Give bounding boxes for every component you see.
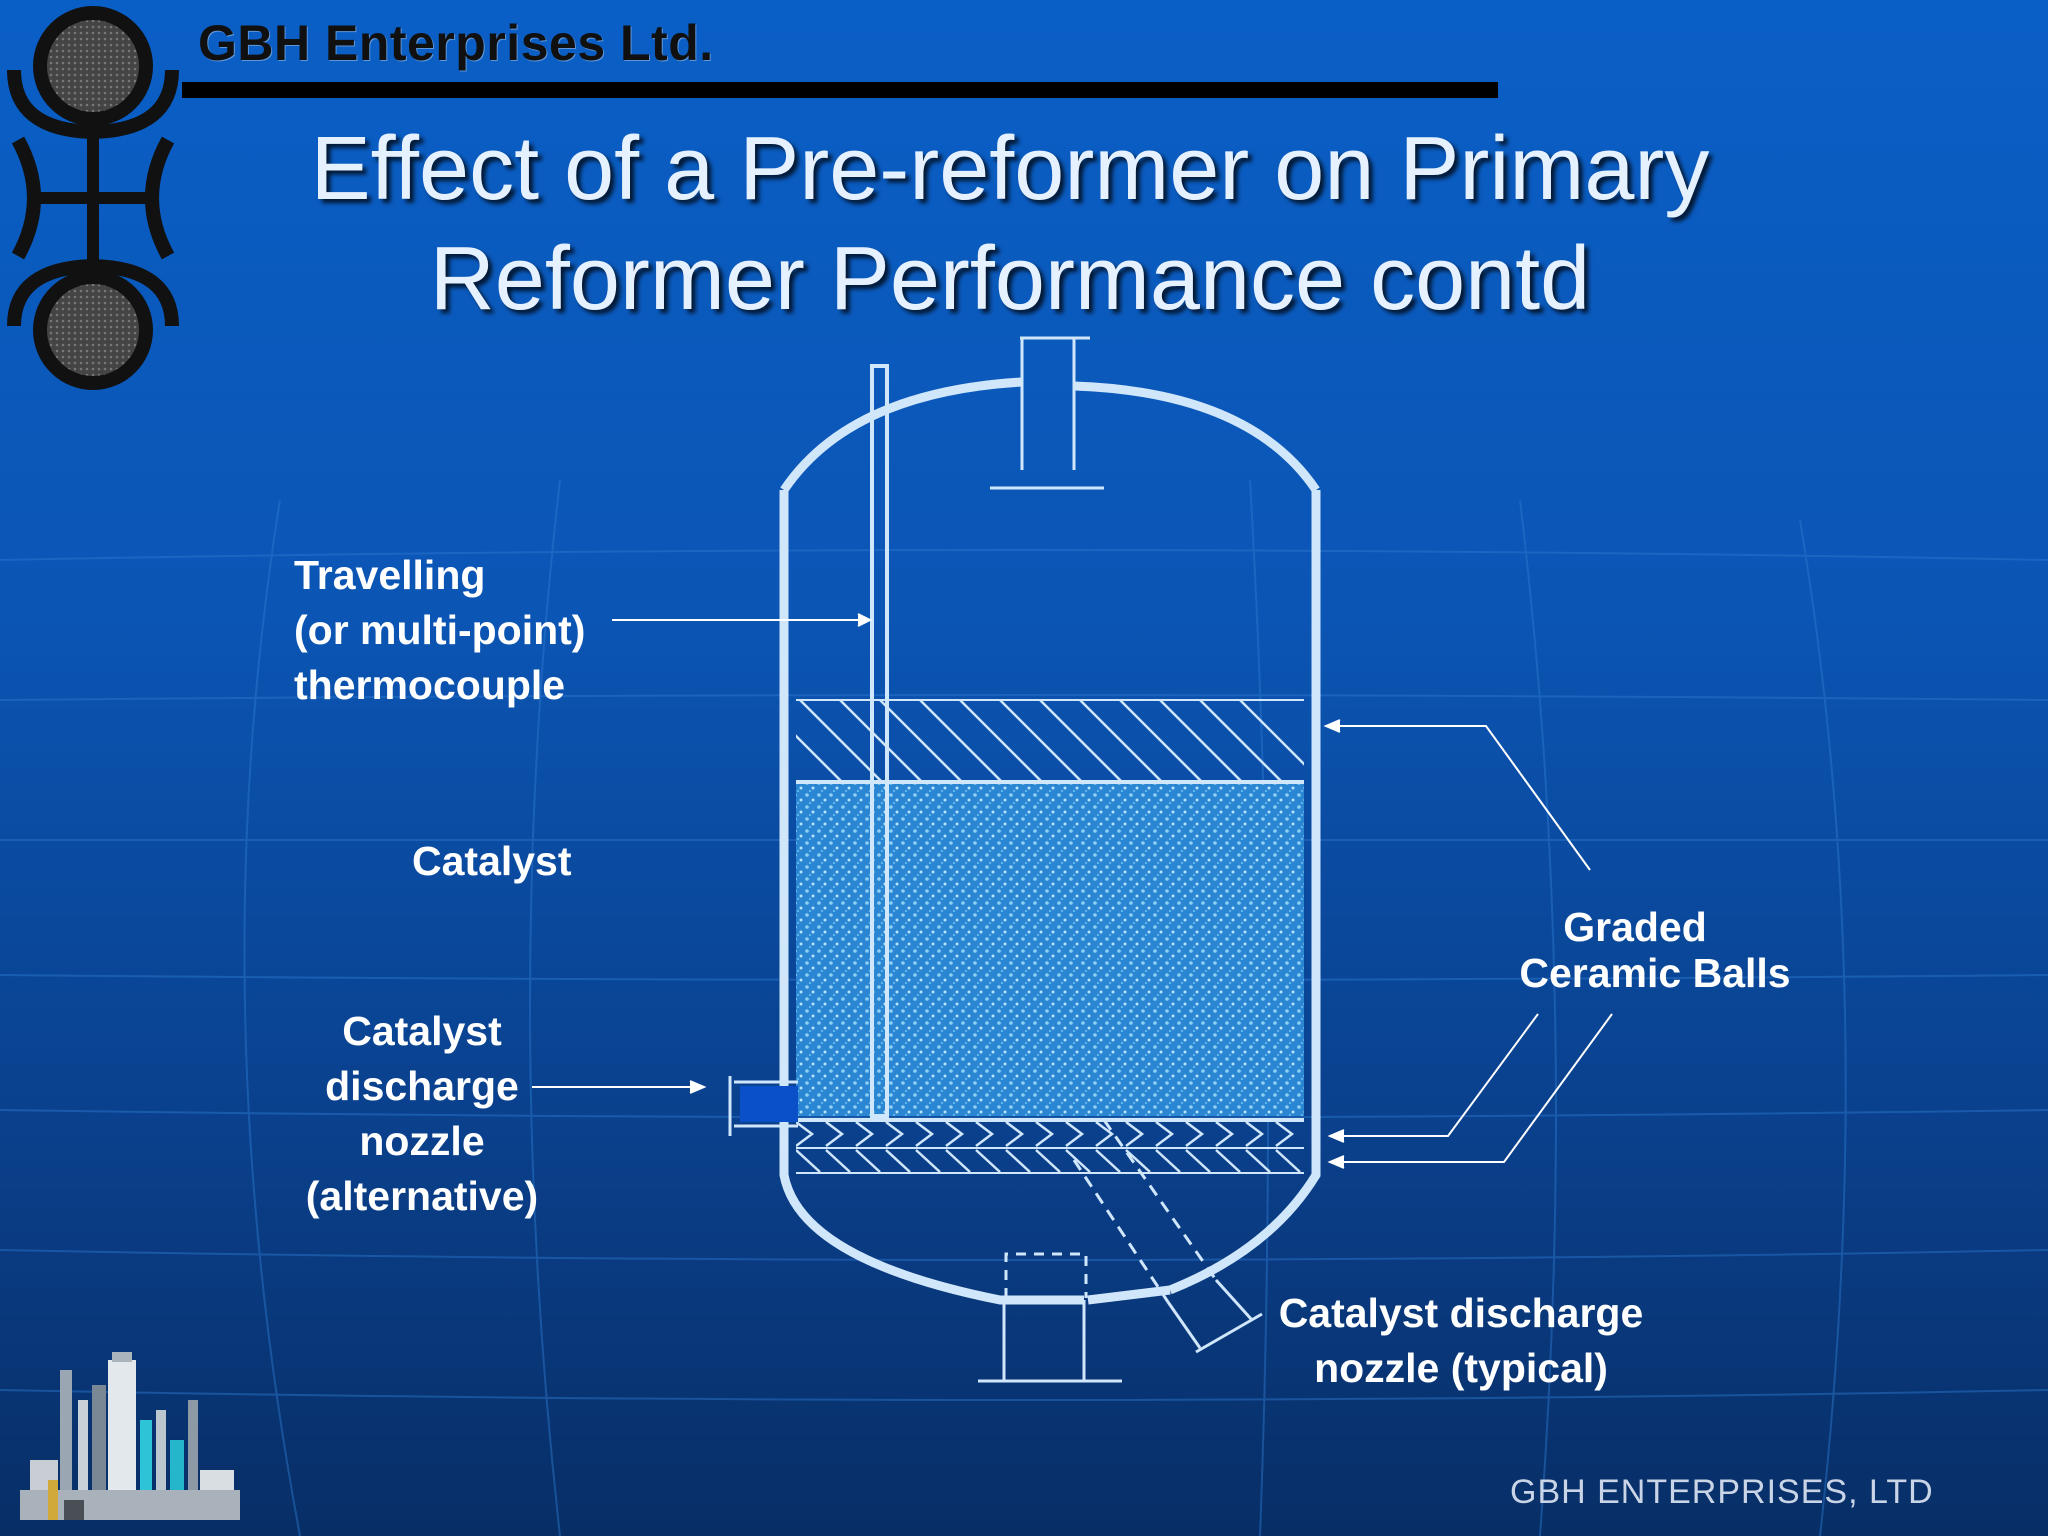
alternative-nozzle-block	[740, 1086, 798, 1122]
top-nozzle	[990, 336, 1104, 490]
typical-nozzle-label: Catalyst discharge nozzle (typical)	[1256, 1286, 1666, 1396]
bottom-nozzle	[978, 1252, 1122, 1383]
ceramic-balls-top-layer	[796, 700, 1304, 782]
thermocouple-label-line2: (or multi-point)	[294, 607, 586, 653]
typical-discharge-nozzle	[1072, 1119, 1263, 1354]
ceramic-balls-label-line2: Ceramic Balls	[1519, 950, 1791, 996]
typical-nozzle-label-line1: Catalyst discharge	[1278, 1290, 1644, 1336]
thermocouple-label-line3: thermocouple	[294, 662, 566, 708]
company-name: GBH Enterprises Ltd.	[198, 15, 714, 71]
plant-illustration	[20, 1352, 240, 1520]
slide-title-line2: Reformer Performance contd	[429, 229, 1591, 329]
thermocouple-label-line1: Travelling	[294, 552, 486, 598]
company-logo	[7, 6, 179, 390]
slide-title-line1: Effect of a Pre-reformer on Primary	[310, 119, 1710, 219]
catalyst-bed	[796, 784, 1304, 1116]
typical-nozzle-label-line2: nozzle (typical)	[1314, 1345, 1608, 1391]
footer-company: GBH ENTERPRISES, LTD	[1510, 1473, 1934, 1511]
leader-lines	[532, 613, 1613, 1169]
ceramic-balls-label-line1: Graded	[1563, 904, 1707, 950]
thermocouple-label: Travelling (or multi-point) thermocouple	[294, 548, 585, 713]
ceramic-balls-label: Graded Ceramic Balls	[1500, 904, 1810, 996]
alt-nozzle-label-line3: nozzle	[359, 1118, 485, 1164]
alt-nozzle-label-line4: (alternative)	[305, 1173, 539, 1219]
header-rule	[182, 82, 1498, 98]
catalyst-label: Catalyst	[412, 838, 572, 884]
pre-reformer-vessel	[728, 336, 1321, 1383]
ceramic-balls-bottom-layers	[796, 1121, 1301, 1172]
alt-nozzle-label-line1: Catalyst	[342, 1008, 502, 1054]
background-grid	[0, 479, 2048, 1536]
alt-nozzle-label-line2: discharge	[325, 1063, 519, 1109]
thermocouple-well	[870, 364, 889, 1118]
alternative-nozzle-label: Catalyst discharge nozzle (alternative)	[292, 1004, 552, 1224]
